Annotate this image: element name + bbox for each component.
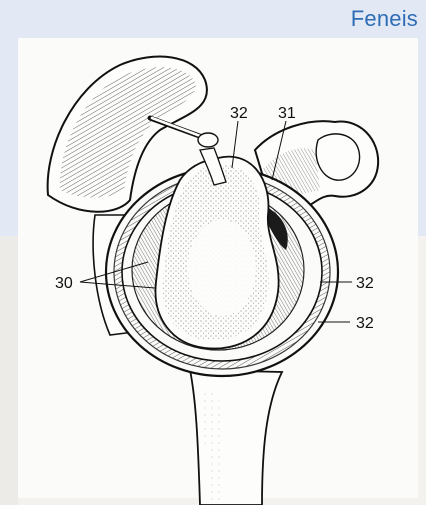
label-32-top: 32 bbox=[230, 105, 248, 122]
label-32-right-lower: 32 bbox=[356, 315, 374, 332]
label-31-top: 31 bbox=[278, 105, 296, 122]
label-30-left: 30 bbox=[55, 275, 73, 292]
glenoid-highlight bbox=[188, 220, 256, 316]
label-32-right-upper: 32 bbox=[356, 275, 374, 292]
biceps-origin bbox=[198, 133, 218, 147]
humerus-shaft bbox=[190, 370, 282, 505]
